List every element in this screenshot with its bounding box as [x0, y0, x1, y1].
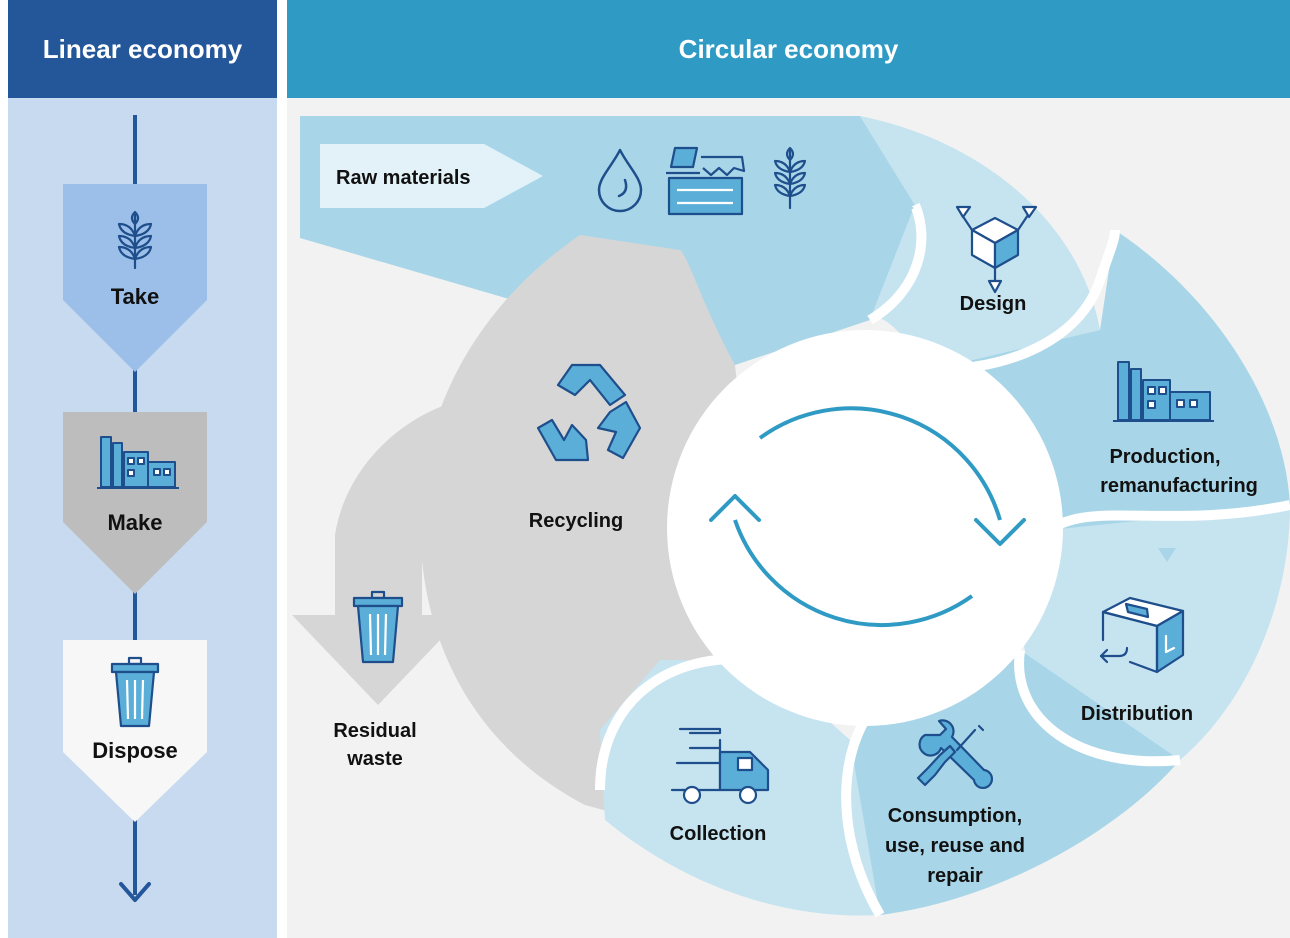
wheat-icon: [773, 146, 807, 210]
residual-waste-label-line2: waste: [346, 748, 403, 770]
separator: [1014, 649, 1181, 767]
delivery-truck-icon: [670, 727, 770, 805]
linear-flow-arrowhead: [119, 882, 151, 902]
distribution-segment: [1020, 505, 1290, 760]
take-label: Take: [111, 284, 160, 309]
return-box-icon: [1099, 596, 1185, 674]
consumption-label-line1: Consumption,: [888, 805, 1022, 827]
make-step-shape: [63, 412, 207, 594]
make-label: Make: [107, 510, 162, 535]
trash-bin-icon: [352, 590, 404, 664]
dispose-label: Dispose: [92, 738, 178, 763]
linear-flow: Take Make Dispose: [63, 115, 207, 902]
wheat-icon: [117, 210, 153, 270]
collection-label: Collection: [670, 823, 767, 845]
tools-icon: [916, 719, 993, 789]
design-label: Design: [960, 293, 1027, 315]
separator: [867, 203, 927, 325]
cycle-arrowhead-top: [974, 518, 1026, 546]
residual-waste-arrow: [292, 395, 480, 705]
residual-waste-label-line1: Residual: [333, 720, 416, 742]
raw-materials-arrow: [320, 144, 543, 208]
recycling-label: Recycling: [529, 510, 623, 532]
production-label-line1: Production,: [1109, 446, 1220, 468]
factory-icon: [97, 436, 179, 489]
raw-materials-label: Raw materials: [336, 167, 471, 189]
inner-circle: [667, 330, 1063, 726]
cycle-arrow-top: [758, 406, 1002, 521]
production-label-line2: remanufacturing: [1100, 475, 1258, 497]
linear-economy-header: Linear economy: [8, 0, 277, 98]
take-step-shape: [63, 184, 207, 372]
consumption-label-line2: use, reuse and: [885, 835, 1025, 857]
trash-bin-icon: [110, 656, 160, 728]
dispose-step-shape: [63, 640, 207, 822]
consumption-label-line3: repair: [927, 865, 983, 887]
design-cube-icon: [955, 205, 1038, 294]
cycle-arrow-bottom: [733, 519, 974, 627]
water-drop-icon: [597, 148, 643, 213]
segment-pointer: [1158, 548, 1176, 562]
factory-icon: [1113, 361, 1214, 422]
segment-pointer: [902, 200, 914, 216]
separator: [1047, 500, 1290, 535]
recycling-icon: [536, 363, 642, 462]
separator: [841, 696, 885, 918]
separator: [929, 229, 1120, 375]
cycle-arrowhead-bottom: [709, 494, 761, 522]
circular-economy-header: Circular economy: [287, 0, 1290, 98]
distribution-label: Distribution: [1081, 703, 1193, 725]
timber-saw-icon: [666, 146, 746, 216]
separator: [595, 653, 761, 791]
